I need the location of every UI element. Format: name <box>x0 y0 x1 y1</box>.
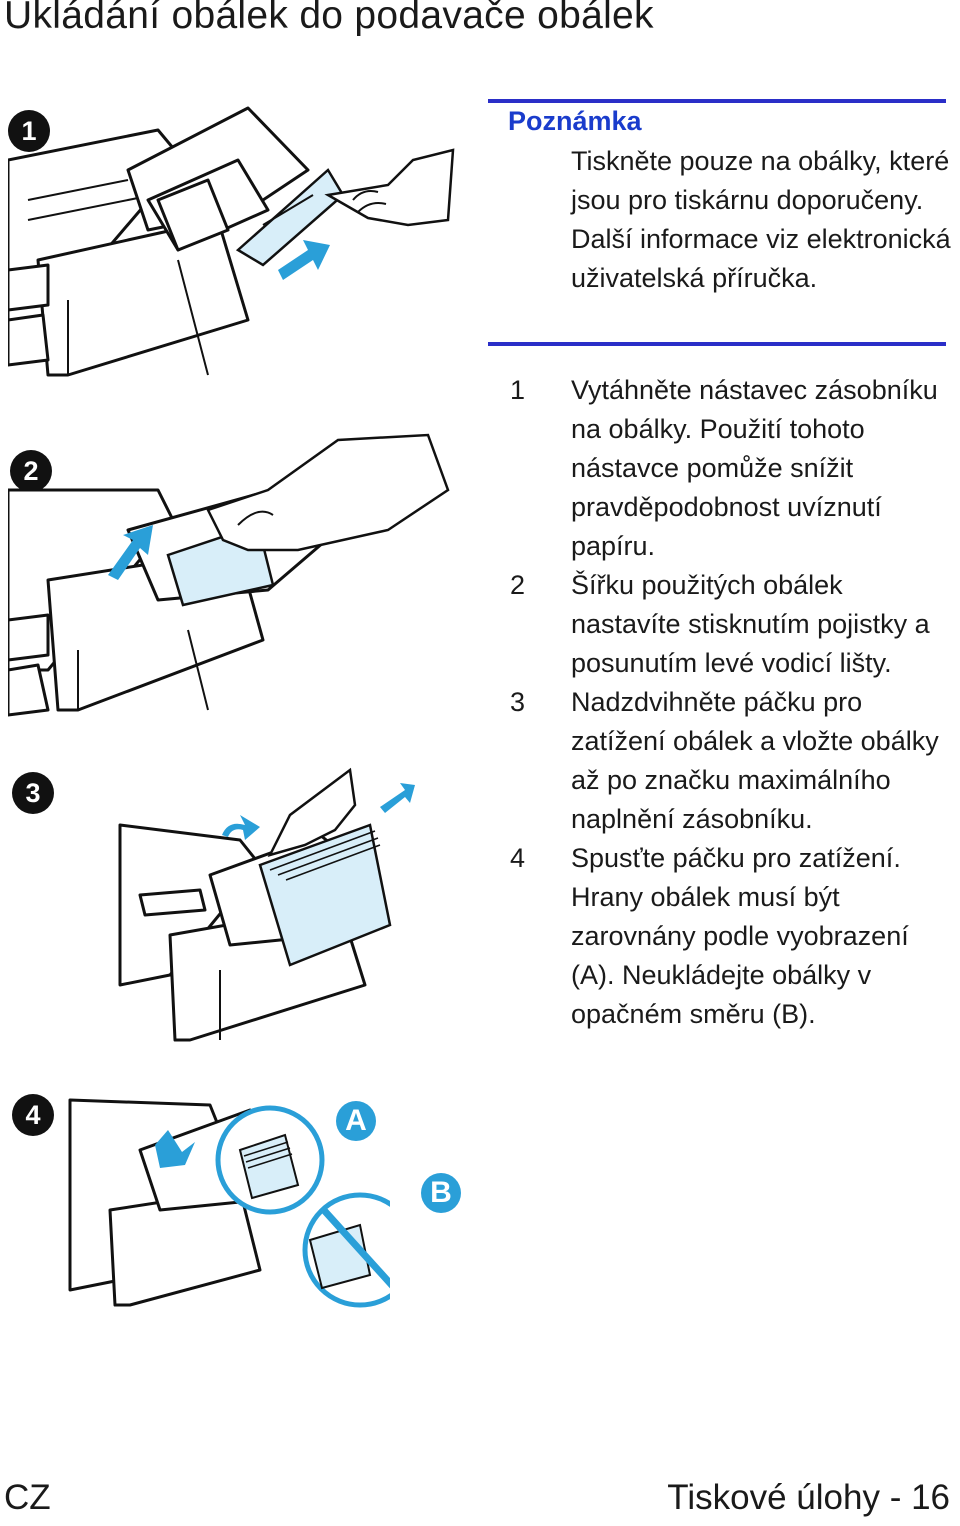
illustration-step-1 <box>8 106 455 377</box>
step-text: Nadzdvihněte páčku pro zatížení obálek a… <box>571 687 939 834</box>
note-bottom-rule <box>488 342 946 346</box>
step-number: 1 <box>510 375 526 405</box>
step-number: 3 <box>510 687 526 717</box>
steps-list: 1 Vytáhněte nástavec zásobníku na obálky… <box>510 371 958 1034</box>
step-item: 1 Vytáhněte nástavec zásobníku na obálky… <box>510 371 958 566</box>
step-badge-3: 3 <box>12 772 54 814</box>
footer-page-info: Tiskové úlohy - 16 <box>667 1478 950 1517</box>
step-item: 4 Spusťte páčku pro zatížení. Hrany obál… <box>510 839 958 1034</box>
step-badge-4: 4 <box>12 1094 54 1136</box>
note-text: Tiskněte pouze na obálky, které jsou pro… <box>571 146 951 293</box>
illustration-step-2 <box>8 433 450 717</box>
step-text: Šířku použitých obálek nastavíte stisknu… <box>571 570 930 678</box>
step-badge-1: 1 <box>8 110 50 152</box>
footer-language: CZ <box>4 1478 51 1517</box>
step-text: Spusťte páčku pro zatížení. Hrany obálek… <box>571 843 909 1029</box>
step-item: 2 Šířku použitých obálek nastavíte stisk… <box>510 566 958 683</box>
note-label: Poznámka <box>508 106 642 136</box>
illustration-step-4 <box>68 1098 390 1308</box>
step-number: 2 <box>510 570 526 600</box>
step-number: 4 <box>510 843 526 873</box>
step-text: Vytáhněte nástavec zásobníku na obálky. … <box>571 375 938 561</box>
label-a-correct: A <box>336 1101 376 1141</box>
step-badge-2: 2 <box>10 450 52 492</box>
page-title: Ukládání obálek do podavače obálek <box>4 0 654 37</box>
label-b-incorrect: B <box>421 1173 461 1213</box>
note-top-rule <box>488 99 946 103</box>
illustration-step-3 <box>118 767 415 1042</box>
step-item: 3 Nadzdvihněte páčku pro zatížení obálek… <box>510 683 958 839</box>
